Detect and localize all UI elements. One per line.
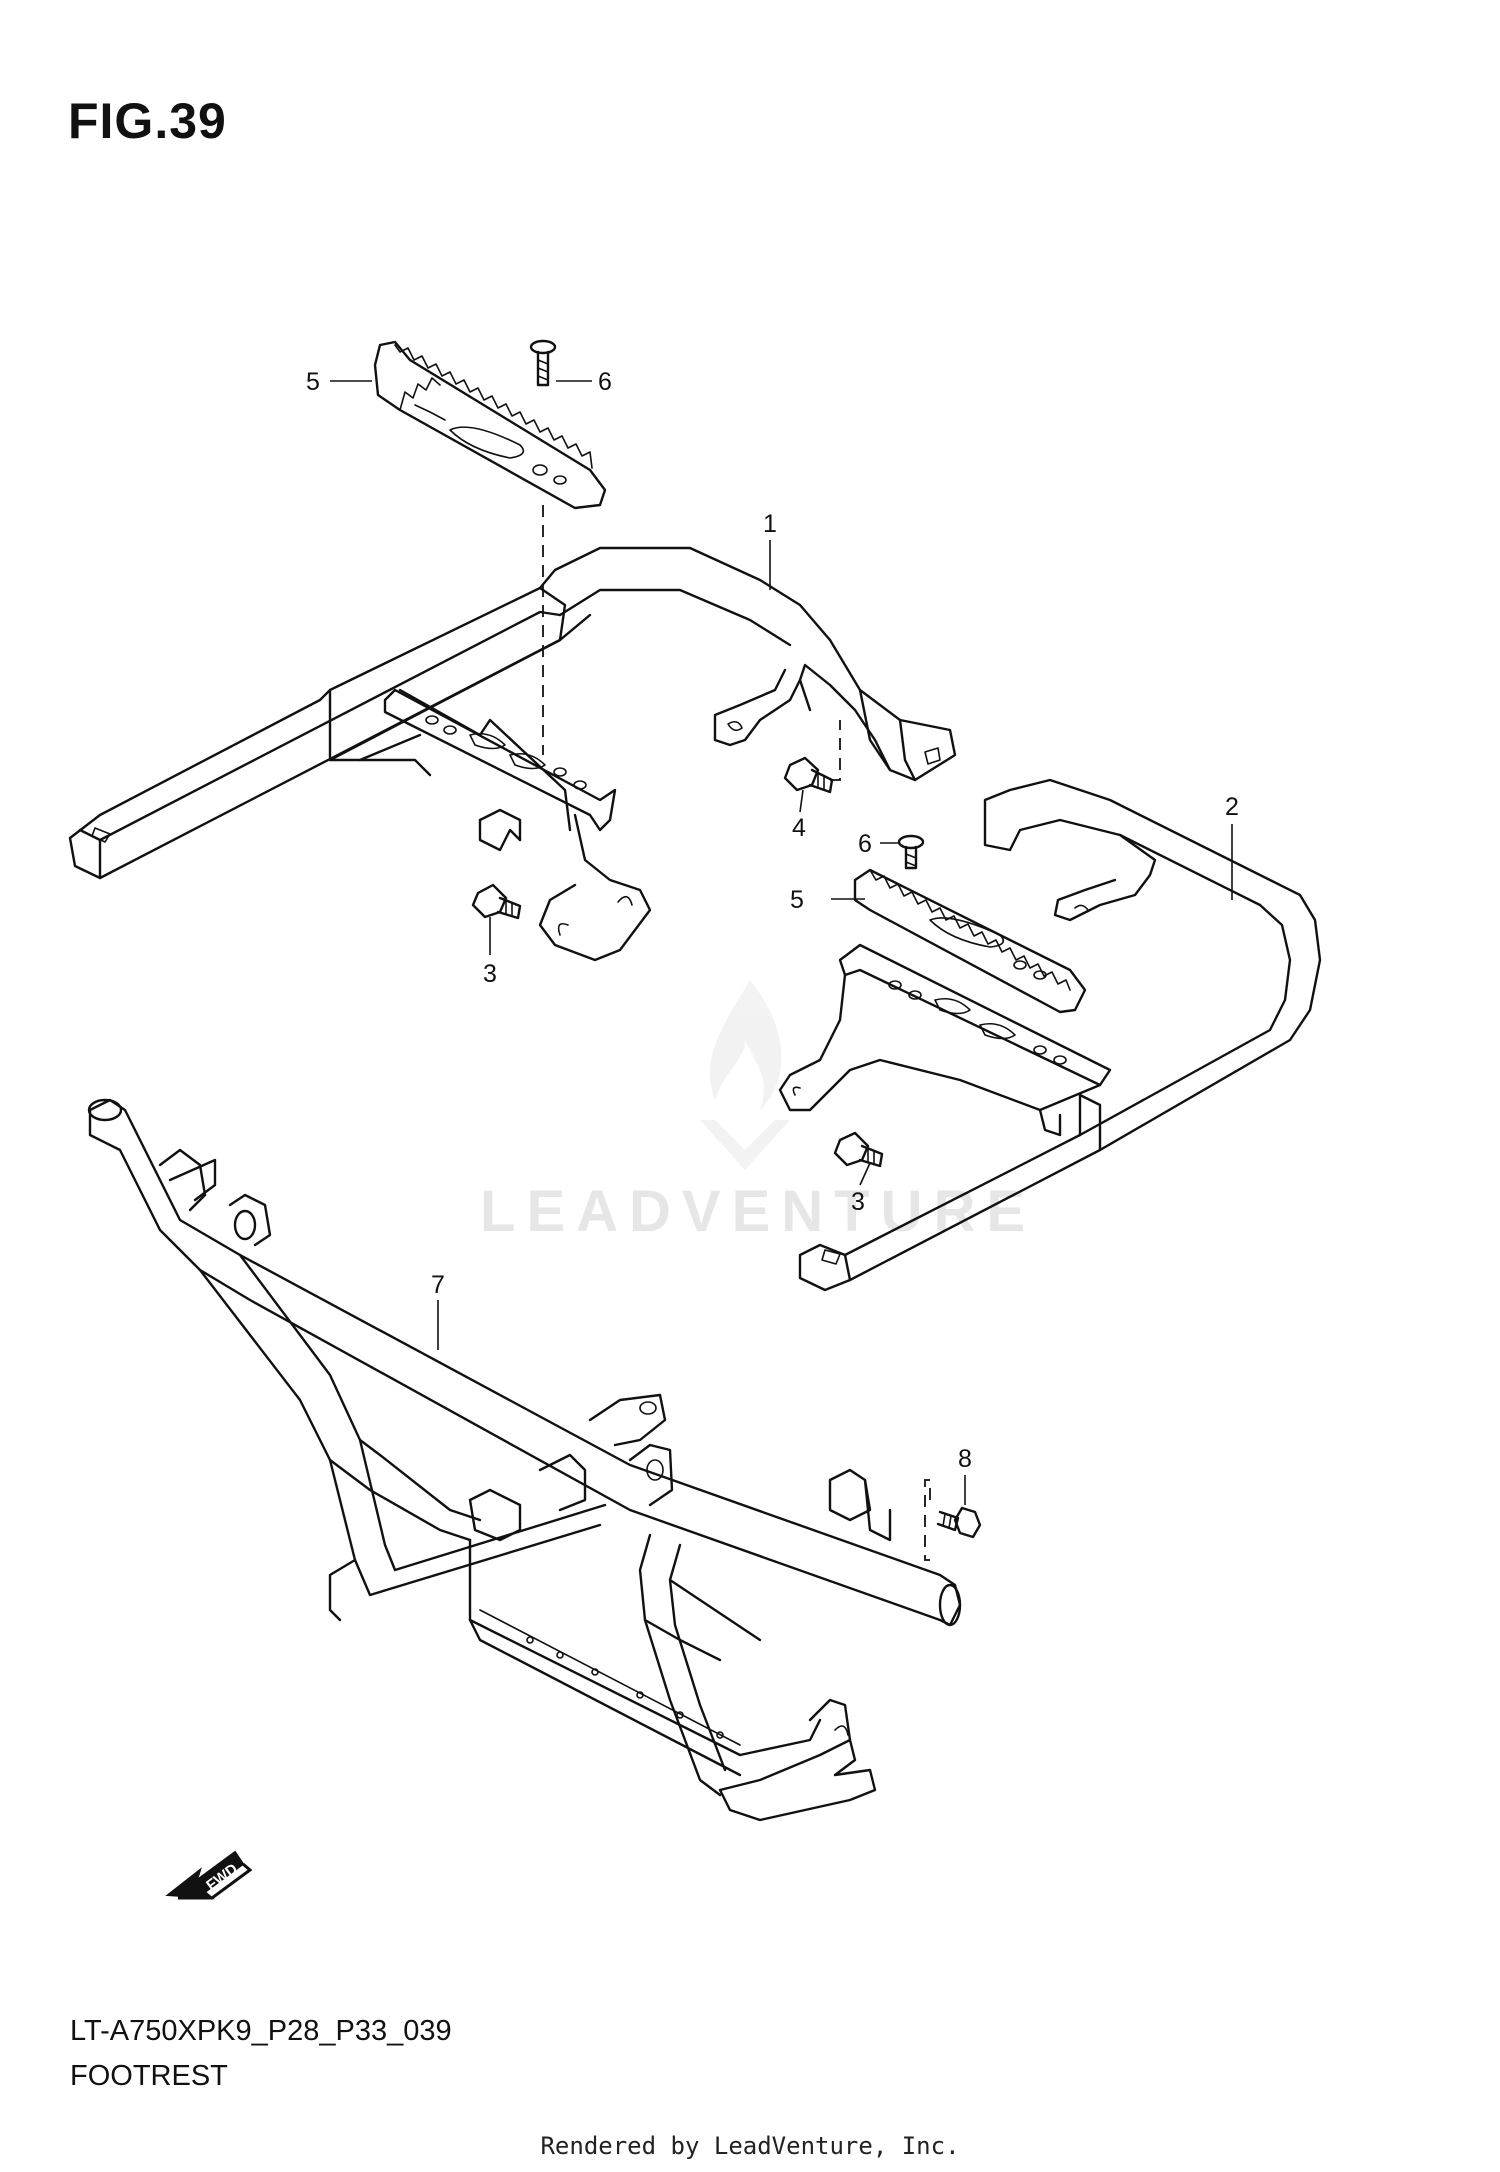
part-1-footrest-bracket-left [68,546,957,962]
watermark-logo-icon [700,980,790,1170]
section-name: FOOTREST [70,2060,228,2092]
part-3-bolt-left [471,883,522,920]
part-7-footrest-frame [87,1098,962,1822]
figure-title: FIG.39 [68,93,227,149]
watermark-text: LEADVENTURE [480,1179,1037,1244]
assembly-leader-bolt-8 [924,1479,931,1561]
callout-5-right: 5 [790,886,804,914]
rendered-by-footer: Rendered by LeadVenture, Inc. [540,2132,960,2160]
callout-leaders [330,380,1233,1505]
callout-3-left: 3 [483,960,497,988]
callout-2: 2 [1225,793,1239,821]
callout-4: 4 [792,814,806,842]
callout-7: 7 [431,1271,445,1299]
callout-1: 1 [763,510,777,538]
part-8-bolt [936,1506,982,1539]
callout-8: 8 [958,1445,972,1473]
part-6-screw-top [529,339,557,387]
part-2-footrest-bracket-right [778,778,1322,1292]
part-4-bolt [783,756,834,794]
callout-6-top: 6 [598,368,612,396]
part-5-footpeg-plate-right [853,868,1087,1014]
fwd-arrow-icon: FWD [165,1850,253,1900]
part-3-bolt-right [833,1131,884,1168]
assembly-leader-bolt-4 [830,720,841,781]
callout-5-top: 5 [306,368,320,396]
callout-6-right: 6 [858,830,872,858]
callout-3-right: 3 [851,1188,865,1216]
part-6-screw-right [897,834,925,870]
model-code: LT-A750XPK9_P28_P33_039 [70,2015,452,2047]
part-5-footpeg-plate-top [373,340,607,510]
